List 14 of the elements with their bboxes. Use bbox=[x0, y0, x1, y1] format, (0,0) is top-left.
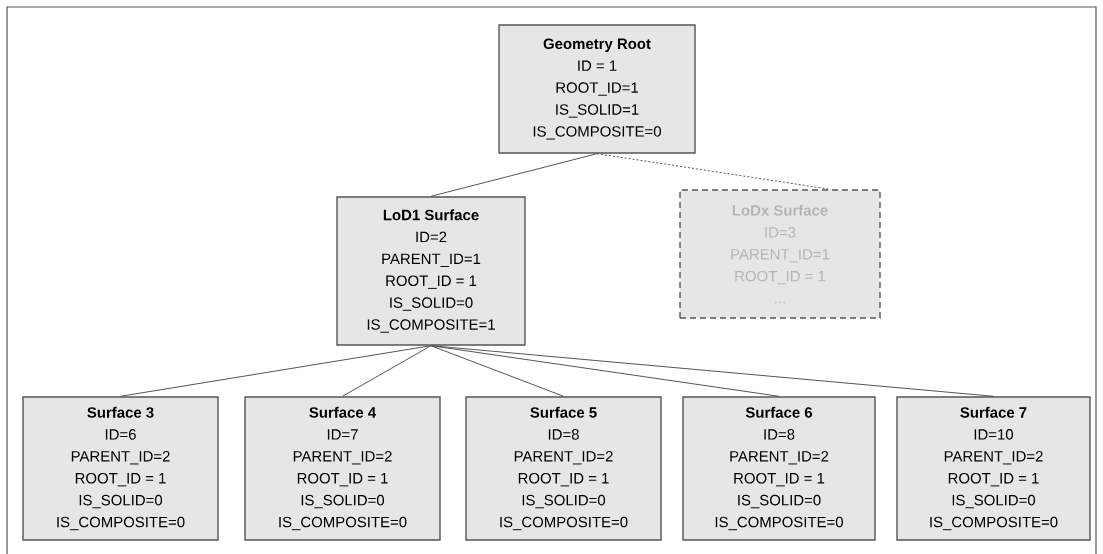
connector-line bbox=[342, 345, 432, 397]
attribute-box: LoD1 Surface ID=2 PARENT_ID=1 ROOT_ID = 1 IS_SOLID=0 IS_COMPOSITE=1 bbox=[336, 196, 526, 346]
connector-line bbox=[430, 153, 598, 197]
attribute-box: Surface 6 ID=8 PARENT_ID=2 ROOT_ID = 1 IS_SOLID=0 IS_COMPOSITE=0 bbox=[682, 396, 876, 541]
attribute-box: Surface 3 ID=6 PARENT_ID=2 ROOT_ID = 1 IS_SOLID=0 IS_COMPOSITE=0 bbox=[22, 396, 219, 541]
attribute-box: Surface 5 ID=8 PARENT_ID=2 ROOT_ID = 1 IS_SOLID=0 IS_COMPOSITE=0 bbox=[465, 396, 662, 541]
connector-line bbox=[120, 345, 432, 397]
attribute-box: Surface 4 ID=7 PARENT_ID=2 ROOT_ID = 1 IS_SOLID=0 IS_COMPOSITE=0 bbox=[244, 396, 441, 541]
attribute-box: Geometry Root ID = 1 ROOT_ID=1 IS_SOLID=1 IS_COMPOSITE=0 bbox=[498, 24, 696, 154]
connector-line bbox=[430, 345, 564, 397]
connector-line bbox=[430, 345, 994, 397]
connector-line bbox=[430, 345, 780, 397]
connector-line bbox=[596, 153, 831, 190]
attribute-box: Surface 7 ID=10 PARENT_ID=2 ROOT_ID = 1 IS_SOLID=0 IS_COMPOSITE=0 bbox=[896, 396, 1091, 541]
